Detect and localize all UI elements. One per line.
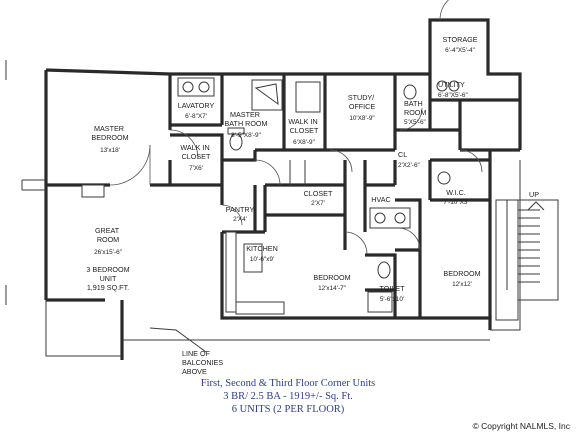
label-pantry-name: PANTRY: [226, 205, 255, 214]
label-wic-master-name: WALK IN CLOSET: [288, 117, 319, 135]
unit-info-line2: UNIT: [100, 274, 117, 283]
label-kitchen-dims: 10'-6"x9': [250, 256, 274, 263]
balconies-note-line1: LINE OF: [182, 349, 211, 358]
label-bath-room-dims: 5'X5'-6": [404, 119, 426, 126]
label-hvac-name: HVAC: [371, 195, 390, 204]
balconies-leader: [149, 327, 207, 353]
copyright-notice: © Copyright NALMLS, Inc: [473, 421, 571, 431]
label-pantry-dims: 2'X4': [233, 216, 247, 223]
exterior-walls: [44, 18, 522, 360]
great-room-line1: GREAT: [95, 226, 120, 235]
label-toilet-name: TOILET: [379, 284, 405, 293]
stairs: [495, 199, 559, 321]
label-closet-name: CLOSET: [304, 189, 333, 198]
bath-room-line2: ROOM: [404, 108, 426, 117]
label-master-bedroom-dims: 13'x18': [100, 147, 120, 154]
label-utility-name: UTILITY: [438, 80, 465, 89]
label-study-dims: 10'X8'-9": [349, 115, 374, 122]
label-storage-dims: 6'-4"X5'-4": [445, 47, 475, 54]
label-lavatory-name: LAVATORY: [178, 101, 215, 110]
master-bedroom-line2: BEDROOM: [91, 133, 128, 142]
label-master-bath-name: MASTER BATH ROOM: [225, 110, 268, 128]
balconies-note-line3: ABOVE: [182, 367, 207, 376]
study-line2: OFFICE: [349, 102, 376, 111]
unit-info-line3: 1,919 SQ.FT.: [87, 283, 129, 292]
master-bedroom-line1: MASTER: [94, 124, 124, 133]
bath-room-line1: BATH: [404, 99, 423, 108]
fixtures: [81, 77, 460, 315]
caption: First, Second & Third Floor Corner Units…: [201, 378, 376, 415]
label-great-room-dims: 26'x15'-6": [94, 249, 122, 256]
study-line1: STUDY/: [348, 93, 374, 102]
great-room-line2: ROOM: [97, 235, 119, 244]
master-bath-line2: BATH ROOM: [225, 119, 268, 128]
label-wic-dims: 7'-10"X3': [443, 199, 468, 206]
wic-small-line1: WALK IN: [180, 143, 209, 152]
label-lavatory-dims: 6'-8"X7': [185, 113, 207, 120]
label-wic-small-name: WALK IN CLOSET: [180, 143, 211, 161]
wic-small-line2: CLOSET: [182, 152, 211, 161]
label-wic-name: W.I.C.: [446, 188, 466, 197]
unit-info-line1: 3 BEDROOM: [86, 265, 129, 274]
label-great-room-name: GREAT ROOM: [95, 226, 121, 244]
label-bedroom1-name: BEDROOM: [313, 273, 350, 282]
label-cl-dims: 2'X2'-6": [398, 162, 420, 169]
master-bath-line1: MASTER: [230, 110, 260, 119]
label-storage-name: STORAGE: [442, 35, 477, 44]
room-labels: STORAGE 6'-4"X5'-4" UTILITY 6'-8"X5'-6" …: [86, 35, 539, 376]
label-master-bedroom-name: MASTER BEDROOM: [91, 124, 128, 142]
label-kitchen-name: KITCHEN: [246, 244, 278, 253]
label-wic-small-dims: 7'X6': [189, 165, 203, 172]
label-master-bath-dims: 8'-5"X8'-9": [231, 132, 261, 139]
interior-walls: [46, 74, 520, 318]
caption-line1: First, Second & Third Floor Corner Units: [201, 378, 376, 389]
wic-master-line2: CLOSET: [290, 126, 319, 135]
label-wic-master-dims: 6'X8'-9": [293, 139, 315, 146]
label-cl-name: CL: [398, 150, 407, 159]
wic-master-line1: WALK IN: [288, 117, 317, 126]
label-bedroom1-dims: 12'x14'-7": [318, 285, 346, 292]
caption-line3: 6 UNITS (2 PER FLOOR): [232, 404, 345, 415]
balcony-outline: [21, 160, 521, 357]
label-utility-dims: 6'-8"X5'-6": [438, 92, 468, 99]
label-closet-dims: 2'X7': [311, 200, 325, 207]
door-swings: [109, 0, 483, 255]
label-toilet-dims: 5'-6"x10': [380, 296, 404, 303]
label-up: UP: [529, 190, 539, 199]
label-bedroom2-name: BEDROOM: [443, 269, 480, 278]
balconies-note-line2: BALCONIES: [182, 358, 223, 367]
caption-line2: 3 BR/ 2.5 BA - 1919+/- Sq. Ft.: [223, 391, 353, 402]
label-study-name: STUDY/ OFFICE: [348, 93, 376, 111]
label-bedroom2-dims: 12'x12': [452, 281, 472, 288]
label-bath-room-name: BATH ROOM: [404, 99, 426, 117]
